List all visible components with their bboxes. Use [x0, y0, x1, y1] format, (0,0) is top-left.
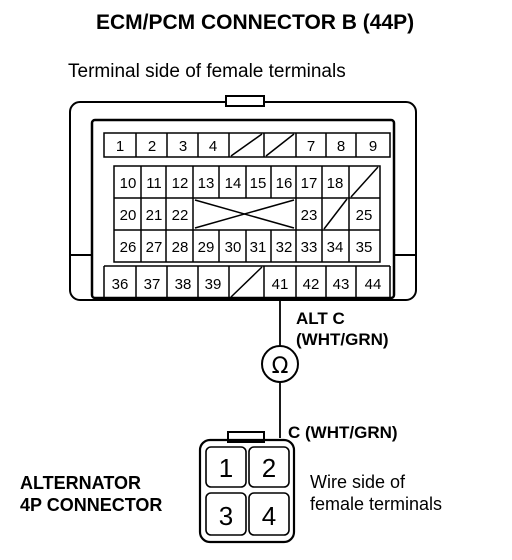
terminal-11: 11	[146, 175, 162, 192]
terminal-31: 31	[250, 239, 267, 256]
terminal-2: 2	[148, 138, 156, 155]
terminal-39: 39	[205, 276, 222, 293]
terminal-12: 12	[172, 175, 189, 192]
terminal-36: 36	[112, 276, 129, 293]
terminal-38: 38	[175, 276, 192, 293]
ohm-symbol: Ω	[272, 354, 289, 379]
terminal-16: 16	[276, 175, 293, 192]
terminal-3: 3	[179, 138, 187, 155]
terminal-14: 14	[225, 175, 242, 192]
blank-terminal-19	[350, 166, 379, 198]
terminal-41: 41	[272, 276, 289, 293]
terminal-43: 43	[333, 276, 350, 293]
terminal-37: 37	[144, 276, 161, 293]
terminal-18: 18	[327, 175, 344, 192]
terminal-27: 27	[146, 239, 163, 256]
alt-terminal-4: 4	[262, 501, 276, 531]
terminal-22: 22	[172, 207, 189, 224]
diagram-subtitle: Terminal side of female terminals	[68, 61, 346, 82]
blank-terminal-24	[323, 198, 348, 230]
terminal-34: 34	[327, 239, 344, 256]
terminal-21: 21	[146, 207, 163, 224]
terminal-32: 32	[276, 239, 293, 256]
wire-side-label-line2: female terminals	[310, 494, 443, 514]
c-wire-label: C (WHT/GRN)	[288, 423, 398, 442]
terminal-8: 8	[337, 138, 345, 155]
terminal-13: 13	[198, 175, 215, 192]
alt-c-label: ALT C	[296, 309, 345, 328]
terminal-42: 42	[303, 276, 320, 293]
alt-terminal-2: 2	[262, 453, 276, 483]
terminal-35: 35	[356, 239, 373, 256]
terminal-25: 25	[356, 207, 373, 224]
terminal-26: 26	[120, 239, 137, 256]
alt-terminal-3: 3	[219, 501, 233, 531]
terminal-33: 33	[301, 239, 318, 256]
wire-side-label-line1: Wire side of	[310, 472, 406, 492]
ecm-connector-housing	[69, 101, 417, 301]
alt-c-wire-color: (WHT/GRN)	[296, 330, 389, 349]
blank-terminal-40	[230, 266, 263, 298]
alternator-connector-housing	[198, 438, 296, 544]
terminal-1: 1	[116, 138, 124, 155]
blank-terminal-6	[265, 133, 295, 157]
ecm-connector-lock-tab	[225, 95, 265, 107]
alternator-lock-tab	[227, 431, 265, 443]
alternator-terminal-numbers: 1 2 3 4	[219, 453, 276, 531]
terminal-10: 10	[120, 175, 137, 192]
terminal-30: 30	[225, 239, 242, 256]
alternator-label-line1: ALTERNATOR	[20, 473, 141, 493]
terminal-20: 20	[120, 207, 137, 224]
diagram-title: ECM/PCM CONNECTOR B (44P)	[96, 11, 415, 34]
terminal-29: 29	[198, 239, 215, 256]
terminal-28: 28	[172, 239, 189, 256]
terminal-44: 44	[365, 276, 382, 293]
alternator-label-line2: 4P CONNECTOR	[20, 495, 163, 515]
ecm-terminal-frame	[90, 118, 396, 300]
terminal-7: 7	[307, 138, 315, 155]
terminal-15: 15	[250, 175, 267, 192]
blank-terminal-5	[230, 133, 263, 157]
terminal-23: 23	[301, 207, 318, 224]
ecm-terminal-numbers: 1 2 3 4 7 8 9 10 11 12 13 14 15 16 17 18…	[112, 138, 382, 293]
terminal-17: 17	[301, 175, 318, 192]
alt-terminal-1: 1	[219, 453, 233, 483]
terminal-9: 9	[369, 138, 377, 155]
terminal-4: 4	[209, 138, 217, 155]
